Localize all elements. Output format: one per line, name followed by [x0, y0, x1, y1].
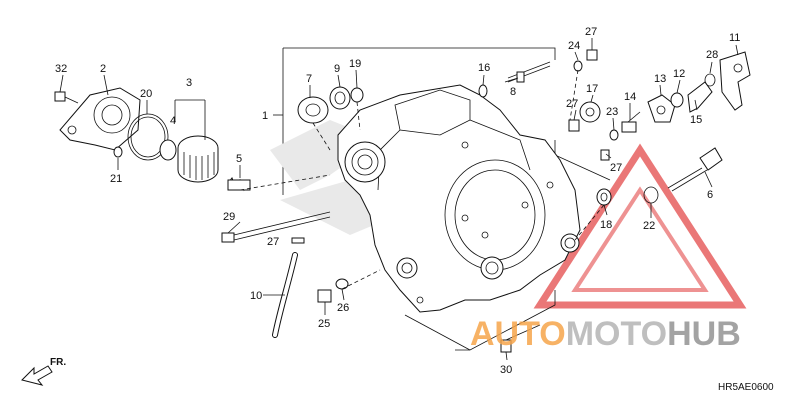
washer-16 [478, 84, 488, 98]
seal-17 [579, 101, 601, 123]
dowel-27-low [600, 149, 610, 161]
nut-25 [317, 289, 332, 303]
front-label: FR. [50, 357, 66, 368]
bracket-15 [687, 81, 713, 113]
label-part-1: 1 [262, 110, 268, 122]
oil-filter-cover [59, 87, 141, 151]
bracket-11 [719, 51, 751, 111]
label-part-27-mid: 27 [566, 98, 578, 110]
diagram-code: HR5AE0600 [718, 382, 774, 393]
washer-23 [609, 129, 619, 141]
label-part-11: 11 [729, 32, 740, 44]
label-part-32: 32 [55, 63, 67, 75]
label-part-4: 4 [170, 115, 176, 127]
label-part-16: 16 [478, 62, 490, 74]
label-part-25: 25 [318, 318, 330, 330]
label-part-7: 7 [306, 73, 312, 85]
label-part-29: 27 [267, 236, 279, 248]
washer-21 [113, 146, 123, 158]
watermark-moto: MOTO [566, 315, 667, 353]
watermark-auto: AUTO [470, 315, 566, 353]
label-part-18: 18 [600, 219, 612, 231]
o-ring-28 [704, 73, 716, 87]
label-part-20: 20 [140, 88, 152, 100]
label-part-27-top: 27 [585, 26, 597, 38]
label-part-28: 28 [706, 49, 718, 61]
watermark-text: AUTOMOTOHUB [470, 315, 741, 353]
dowel-29 [291, 237, 305, 244]
label-part-5: 5 [236, 153, 242, 165]
label-part-10: 10 [250, 290, 262, 302]
label-part-13: 13 [654, 73, 666, 85]
dowel-27-mid [568, 119, 580, 132]
label-part-19: 19 [349, 58, 361, 70]
label-part-24: 24 [568, 40, 580, 52]
label-part-23: 23 [606, 106, 618, 118]
dowel-27-top [586, 49, 598, 61]
leader-lines [59, 38, 739, 361]
bolt-32 [54, 91, 79, 104]
o-ring-4 [159, 139, 177, 161]
spring-5 [227, 177, 251, 192]
o-ring-19 [350, 87, 364, 103]
label-part-12: 12 [673, 68, 685, 80]
label-part-9: 9 [334, 63, 340, 75]
o-ring-22 [643, 186, 659, 204]
label-part-6: 6 [707, 189, 713, 201]
label-part-26: 26 [337, 302, 349, 314]
spring-12 [670, 92, 684, 108]
arm-13 [647, 94, 676, 123]
crankcase-cover [270, 84, 581, 313]
label-part-31: 29 [223, 211, 235, 223]
label-part-3: 3 [186, 77, 192, 89]
watermark-hub: HUB [667, 315, 741, 353]
bearing-9 [329, 86, 351, 110]
part-number-labels: 32 2 3 20 4 5 21 29 1 7 9 19 27 10 25 26… [55, 26, 740, 376]
label-part-8: 8 [510, 86, 516, 98]
dipstick-6 [667, 147, 723, 192]
label-part-2: 2 [100, 63, 106, 75]
oil-seal-7 [297, 96, 329, 124]
shaft-14 [621, 111, 641, 133]
washer-26 [335, 278, 349, 290]
label-part-15: 15 [690, 114, 702, 126]
watermark-triangle [533, 143, 747, 309]
seal-18 [596, 188, 612, 206]
label-part-21: 21 [110, 173, 122, 185]
label-part-22: 22 [643, 220, 655, 232]
o-ring-20 [127, 113, 169, 161]
label-part-17: 17 [586, 83, 598, 95]
label-part-30: 30 [500, 364, 512, 376]
oil-filter [177, 135, 219, 183]
front-arrow: FR. [21, 357, 66, 386]
label-part-27-low: 27 [610, 162, 622, 174]
label-part-14: 14 [624, 91, 636, 103]
washer-24 [573, 60, 583, 72]
